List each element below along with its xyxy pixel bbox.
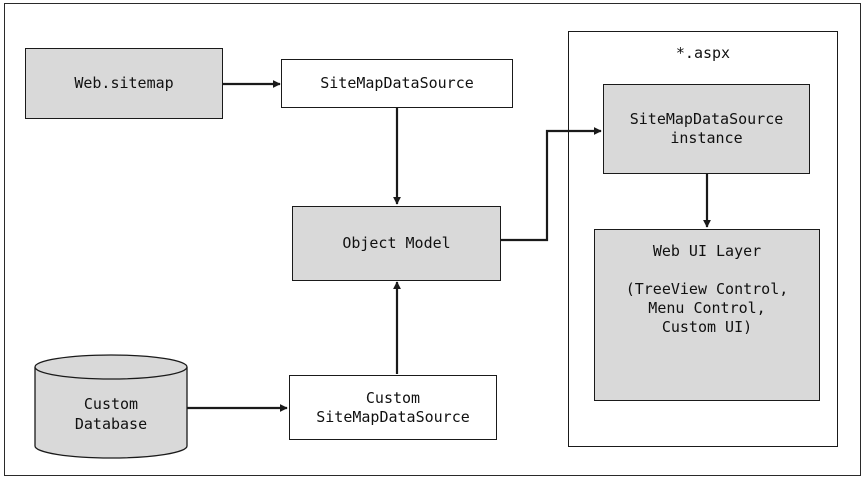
- custom-datasource-label-line1: Custom: [365, 388, 421, 407]
- object-model-node: Object Model: [292, 206, 501, 281]
- web-ui-detail-line1: (TreeView Control,: [625, 280, 789, 298]
- custom-datasource-label-line2: SiteMapDataSource: [316, 407, 470, 426]
- web-sitemap-node: Web.sitemap: [25, 48, 223, 119]
- web-ui-layer-title: Web UI Layer: [652, 242, 762, 260]
- web-ui-detail-line3: Custom UI): [661, 318, 753, 336]
- arrow-objectmodel-to-instance: [500, 127, 602, 242]
- instance-label-line1: SiteMapDataSource: [629, 110, 784, 128]
- custom-database-label-line2: Database: [74, 415, 148, 433]
- sitemap-datasource-label: SiteMapDataSource: [320, 74, 474, 92]
- custom-sitemap-datasource-node: Custom SiteMapDataSource: [289, 375, 497, 440]
- sitemap-datasource-node: SiteMapDataSource: [281, 59, 513, 108]
- instance-label-line2: instance: [670, 129, 743, 147]
- web-ui-layer-node: Web UI Layer (TreeView Control, Menu Con…: [594, 229, 820, 401]
- custom-database-label: Custom Database: [35, 394, 187, 434]
- aspx-page-label: *.aspx: [675, 44, 731, 62]
- diagram-frame: [4, 3, 861, 476]
- custom-database-label-line1: Custom: [83, 395, 139, 413]
- web-sitemap-label: Web.sitemap: [74, 74, 174, 92]
- web-ui-detail-line2: Menu Control,: [648, 299, 766, 317]
- database-cylinder-icon: [34, 354, 188, 459]
- object-model-label: Object Model: [342, 234, 451, 252]
- sitemap-datasource-instance-node: SiteMapDataSource instance: [603, 84, 810, 174]
